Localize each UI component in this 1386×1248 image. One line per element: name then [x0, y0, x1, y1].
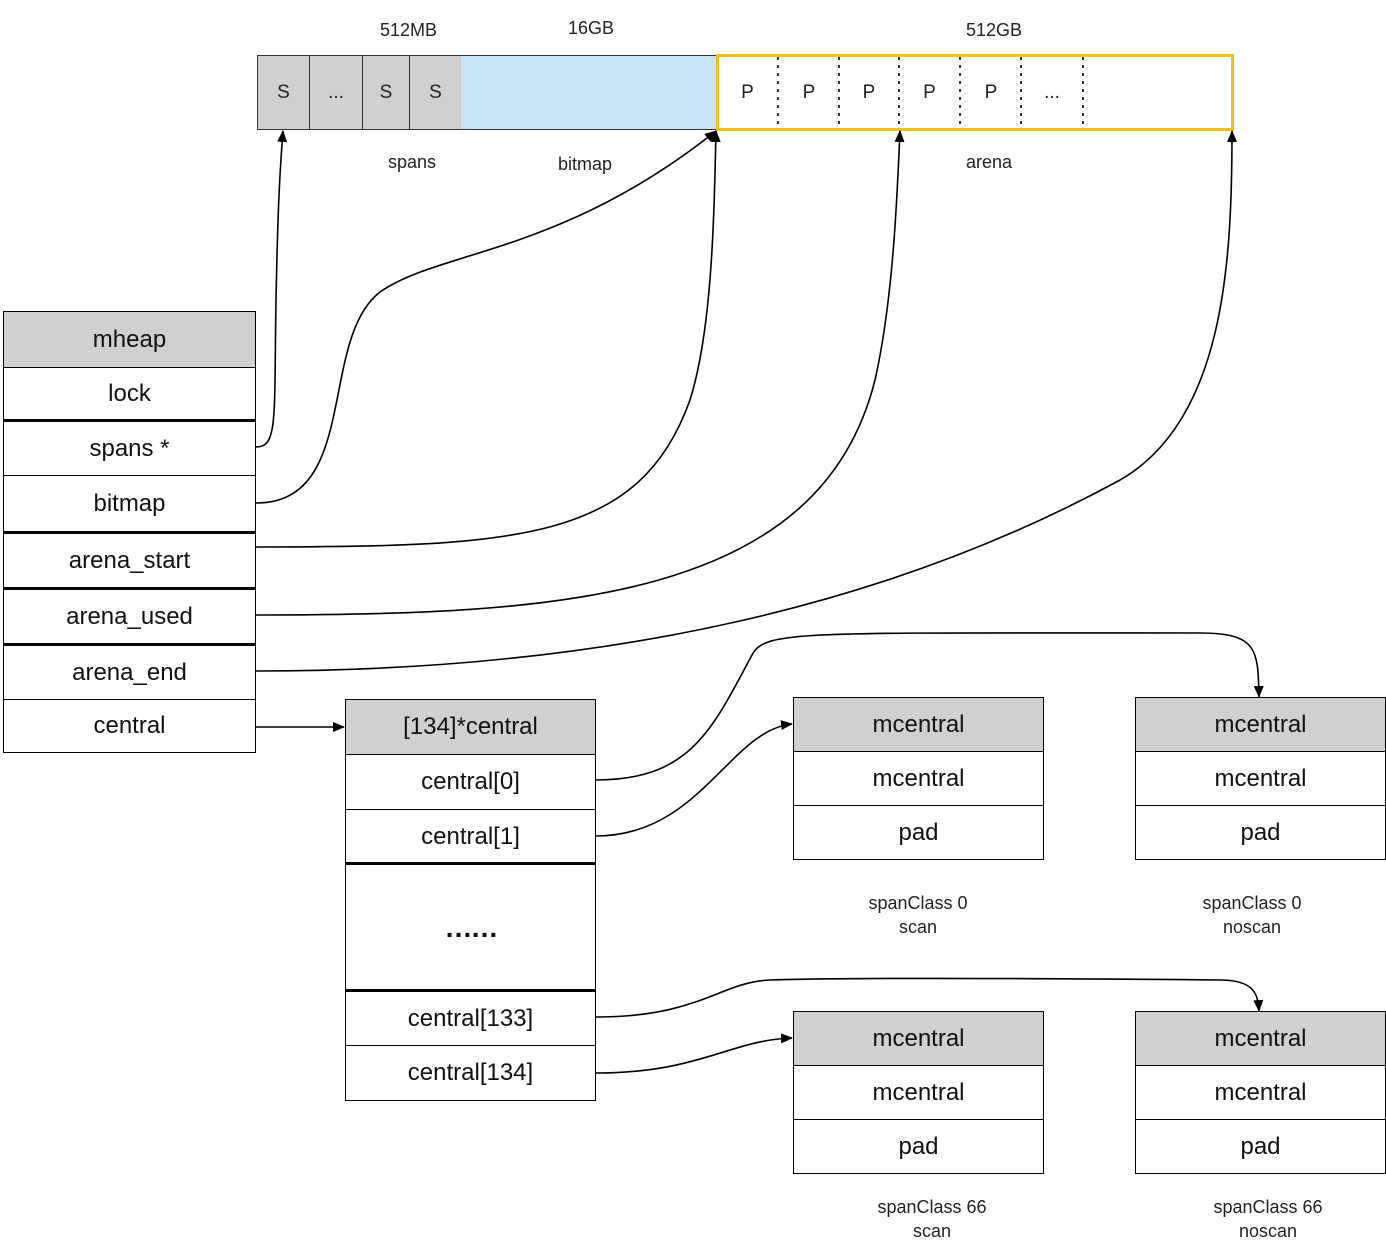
region-label-bitmap: bitmap [558, 154, 613, 174]
mheap-field-lock: lock [3, 367, 256, 420]
arena-page-cell: P [802, 81, 816, 103]
mheap-header: mheap [3, 311, 256, 368]
caption-line: spanClass 0 [1202, 893, 1302, 913]
caption-line: spanClass 0 [868, 893, 968, 913]
caption-line: noscan [1222, 917, 1282, 937]
mcentral-field-pad: pad [793, 805, 1044, 860]
arrow-arena-start [255, 130, 721, 548]
arrow-bitmap-to-bitmap [255, 130, 717, 504]
mheap-field-arena-end: arena_end [3, 643, 256, 700]
arrow-central133-to-mcentral [595, 977, 1264, 1018]
size-label-spans: 512MB [380, 20, 438, 40]
mcentral-field: mcentral [1135, 751, 1386, 806]
central-array-row: central[1] [345, 809, 596, 864]
arrow-arena-end [255, 130, 1237, 672]
mcentral-caption: spanClass 66 scan [832, 1195, 1032, 1243]
mcentral-caption: spanClass 0 scan [818, 891, 1018, 939]
size-label-arena: 512GB [966, 20, 1023, 40]
mcentral-field-pad: pad [793, 1119, 1044, 1174]
mheap-field-arena-used: arena_used [3, 587, 256, 644]
caption-line: spanClass 66 [1213, 1197, 1323, 1217]
arena-page-cell: P [741, 81, 754, 103]
mcentral-field: mcentral [793, 1065, 1044, 1120]
arrow-arena-used [255, 130, 905, 616]
arena-region [716, 54, 1234, 131]
span-cell: ... [309, 55, 363, 130]
mcentral-header: mcentral [1135, 697, 1386, 752]
region-label-spans: spans [388, 152, 437, 172]
arrow-central1-to-mcentral [595, 720, 793, 837]
central-array-row: central[133] [345, 989, 596, 1046]
arrow-central134-to-mcentral [595, 1033, 793, 1074]
span-cell: S [409, 55, 462, 130]
arrow-central0-to-mcentral [595, 632, 1264, 781]
mcentral-header: mcentral [1135, 1011, 1386, 1066]
mheap-field-bitmap: bitmap [3, 475, 256, 532]
caption-line: spanClass 66 [877, 1197, 987, 1217]
caption-line: noscan [1238, 1221, 1298, 1241]
mheap-field-central: central [3, 699, 256, 753]
caption-line: scan [912, 1221, 952, 1241]
central-array-row: central[134] [345, 1045, 596, 1101]
mcentral-field-pad: pad [1135, 1119, 1386, 1174]
mheap-field-spans: spans * [3, 419, 256, 476]
caption-line: scan [898, 917, 938, 937]
arena-page-cell: P [862, 81, 876, 103]
mcentral-header: mcentral [793, 1011, 1044, 1066]
arrow-spans-to-spans [255, 130, 288, 448]
arena-page-cell: P [923, 81, 936, 103]
mcentral-field-pad: pad [1135, 805, 1386, 860]
mcentral-header: mcentral [793, 697, 1044, 752]
arena-page-cell: ... [1044, 81, 1060, 103]
bitmap-region [461, 55, 717, 130]
span-cell: S [362, 55, 410, 130]
mcentral-caption: spanClass 66 noscan [1168, 1195, 1368, 1243]
arena-page-cell: P [984, 81, 998, 103]
mcentral-field: mcentral [1135, 1065, 1386, 1120]
arena-page-separators [777, 57, 1084, 129]
region-label-arena: arena [966, 152, 1013, 172]
mcentral-caption: spanClass 0 noscan [1152, 891, 1352, 939]
mheap-field-arena-start: arena_start [3, 531, 256, 588]
size-label-bitmap: 16GB [568, 18, 615, 38]
